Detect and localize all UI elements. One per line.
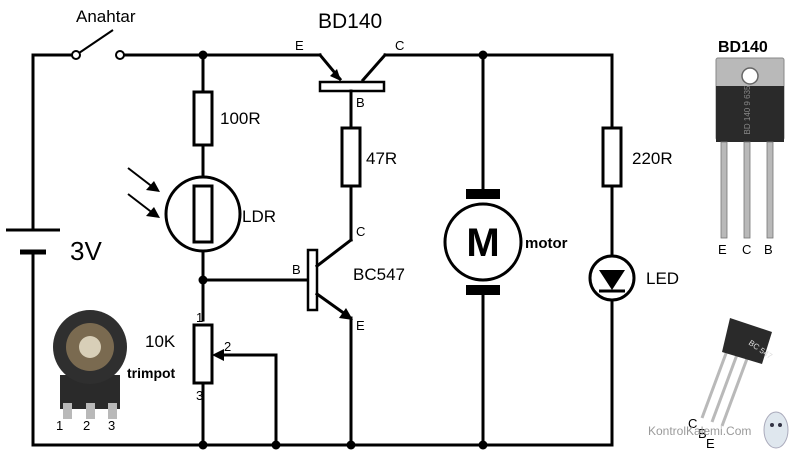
resistor-220r-label: 220R — [632, 149, 673, 168]
switch-contact — [71, 50, 81, 60]
switch-label: Anahtar — [76, 7, 136, 26]
light-arrow-icon — [127, 193, 155, 215]
light-arrowhead-icon — [146, 181, 160, 192]
photo-trimpot-pin2: 2 — [83, 418, 90, 433]
led-label: LED — [646, 269, 679, 288]
junction-dot — [198, 50, 208, 60]
mascot-eye-icon — [778, 423, 782, 427]
resistor-100r-label: 100R — [220, 109, 261, 128]
motor-label: motor — [525, 235, 568, 252]
photo-trimpot-pin — [86, 403, 95, 419]
bd140-emitter-arrow-icon — [330, 69, 341, 81]
junctions — [198, 50, 488, 450]
wiring — [31, 53, 614, 447]
photo-bd140-body — [716, 86, 784, 142]
photo-trimpot-pin3: 3 — [108, 418, 115, 433]
trimpot-label: trimpot — [127, 365, 176, 381]
resistor-100r: 100R — [192, 90, 261, 147]
battery: 3V — [6, 228, 102, 266]
resistor-47r: 47R — [340, 126, 397, 188]
motor-symbol: M — [466, 221, 499, 265]
bd140-c-label: C — [395, 38, 404, 53]
bc547-e-label: E — [356, 318, 365, 333]
transistor-bc547: BC547 B C E — [292, 224, 405, 333]
mascot-icon — [763, 411, 789, 449]
trimpot-pin1: 1 — [196, 310, 203, 325]
bd140-e-label: E — [295, 38, 304, 53]
motor-brush-top — [466, 189, 500, 199]
bc547-collector-lead — [314, 237, 354, 269]
photo-bc547-leg — [720, 355, 750, 427]
switch-lever — [78, 29, 114, 54]
photo-bd140-pin-c: C — [742, 242, 751, 257]
photo-bc547-leg — [700, 347, 730, 419]
photo-bd140-pin-b: B — [764, 242, 773, 257]
bc547-name: BC547 — [353, 265, 405, 284]
photo-bd140-leg — [720, 141, 728, 239]
led: LED — [588, 254, 679, 302]
photo-trimpot: 1 2 3 — [53, 310, 127, 433]
photo-bd140: BD140 BD 140 9 635 E C B — [715, 39, 785, 257]
junction-dot — [271, 440, 281, 450]
photo-bd140-leg — [766, 141, 774, 239]
ldr-element — [192, 184, 214, 244]
trimpot-body — [192, 323, 214, 385]
photo-bd140-leg — [743, 141, 751, 239]
photo-bd140-pin-e: E — [718, 242, 727, 257]
resistor-47r-label: 47R — [366, 149, 397, 168]
wiper-arrow-icon — [212, 349, 224, 361]
switch-contact — [115, 50, 125, 60]
trimpot-value: 10K — [145, 332, 176, 351]
bd140-b-label: B — [356, 95, 365, 110]
photo-bd140-hole — [741, 67, 759, 85]
transistor-bd140: BD140 E C B — [295, 10, 404, 110]
junction-dot — [198, 275, 208, 285]
photo-bc547-body — [722, 318, 772, 364]
bc547-base-bar — [306, 248, 319, 312]
photo-trimpot-pin — [63, 403, 72, 419]
bc547-emitter-lead — [314, 291, 348, 317]
motor: M motor — [443, 189, 568, 295]
motor-body — [443, 202, 523, 282]
resistor-body — [601, 126, 623, 188]
switch: Anahtar — [71, 7, 136, 60]
bc547-c-label: C — [356, 224, 365, 239]
light-arrowhead-icon — [146, 207, 160, 218]
photo-bd140-title: BD140 — [718, 39, 768, 56]
trimpot: 1 2 3 10K trimpot — [127, 310, 231, 403]
bd140-collector-lead — [360, 52, 388, 83]
bc547-b-label: B — [292, 262, 301, 277]
junction-dot — [478, 50, 488, 60]
battery-label: 3V — [70, 236, 102, 266]
resistor-220r: 220R — [601, 126, 673, 188]
junction-dot — [346, 440, 356, 450]
mascot-eye-icon — [770, 423, 774, 427]
bd140-name: BD140 — [318, 10, 382, 33]
photo-bd140-marking: BD 140 9 635 — [743, 85, 752, 134]
photo-trimpot-pin1: 1 — [56, 418, 63, 433]
motor-brush-bottom — [466, 285, 500, 295]
resistor-body — [192, 90, 214, 147]
watermark-text: KontrolKalemi.Com — [648, 424, 751, 438]
ldr: LDR — [127, 167, 276, 253]
photo-trimpot-knob — [79, 336, 101, 358]
ldr-label: LDR — [242, 207, 276, 226]
photo-bc547-pin-c: C — [688, 416, 697, 431]
photo-bc547-leg — [710, 351, 740, 423]
light-arrow-icon — [127, 167, 155, 189]
junction-dot — [478, 440, 488, 450]
led-diode-icon — [599, 270, 625, 290]
resistor-body — [340, 126, 362, 188]
trimpot-pin2: 2 — [224, 339, 231, 354]
junction-dot — [198, 440, 208, 450]
photo-trimpot-pin — [108, 403, 117, 419]
trimpot-pin3: 3 — [196, 388, 203, 403]
photo-bc547-pin-e: E — [706, 436, 715, 451]
bc547-emitter-arrow-icon — [339, 308, 353, 320]
watermark: KontrolKalemi.Com — [648, 411, 789, 449]
photo-bc547-pin-b: B — [698, 426, 707, 441]
photo-bc547: BC 547 C B E — [688, 318, 774, 451]
